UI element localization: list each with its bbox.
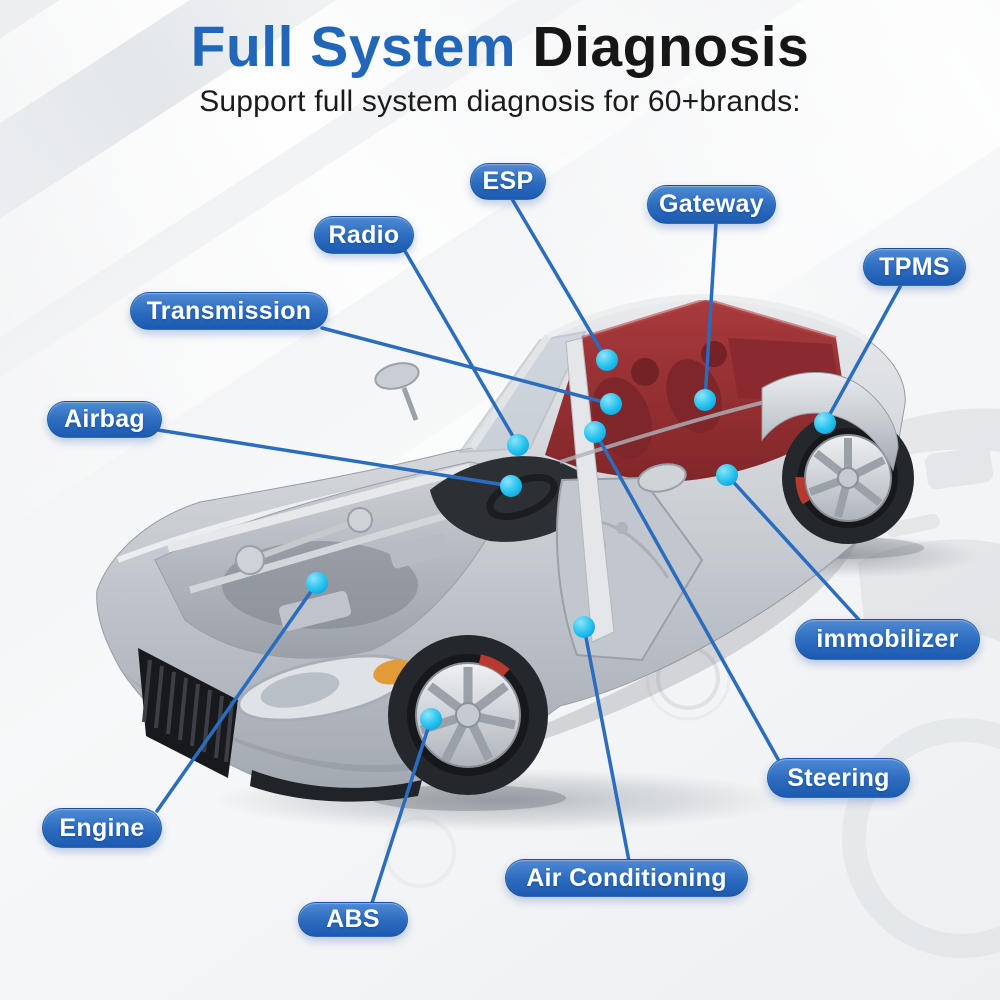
connector-line-radio — [403, 249, 520, 447]
system-dot-gateway — [694, 389, 716, 411]
system-label-air-conditioning: Air Conditioning — [505, 859, 748, 897]
headrest — [631, 358, 659, 386]
system-dot-steering — [584, 421, 606, 443]
system-label-airbag: Airbag — [47, 401, 162, 438]
system-dot-transmission — [600, 393, 622, 415]
system-label-esp: ESP — [470, 163, 546, 200]
system-dot-engine — [306, 572, 328, 594]
title-highlight: Full System — [190, 15, 533, 79]
headrest — [701, 341, 727, 367]
system-dot-abs — [420, 708, 442, 730]
system-dot-immobilizer — [716, 464, 738, 486]
header: Full System Diagnosis Support full syste… — [0, 15, 1000, 119]
system-dot-esp — [596, 349, 618, 371]
system-dot-airbag — [500, 475, 522, 497]
page-title: Full System Diagnosis — [0, 15, 1000, 79]
system-label-engine: Engine — [42, 808, 162, 848]
system-label-tpms: TPMS — [863, 248, 966, 286]
system-dot-tpms — [814, 412, 836, 434]
system-dot-radio — [507, 434, 529, 456]
car-illustration — [96, 293, 914, 802]
system-label-gateway: Gateway — [647, 185, 776, 224]
system-label-immobilizer: immobilizer — [795, 619, 980, 660]
page-subtitle: Support full system diagnosis for 60+bra… — [199, 84, 801, 118]
system-label-radio: Radio — [314, 216, 414, 254]
system-dot-air-conditioning — [573, 616, 595, 638]
title-rest: Diagnosis — [532, 15, 810, 79]
system-label-steering: Steering — [767, 758, 910, 798]
front-wheel — [388, 635, 548, 795]
system-label-abs: ABS — [298, 902, 408, 937]
system-label-transmission: Transmission — [130, 292, 328, 330]
